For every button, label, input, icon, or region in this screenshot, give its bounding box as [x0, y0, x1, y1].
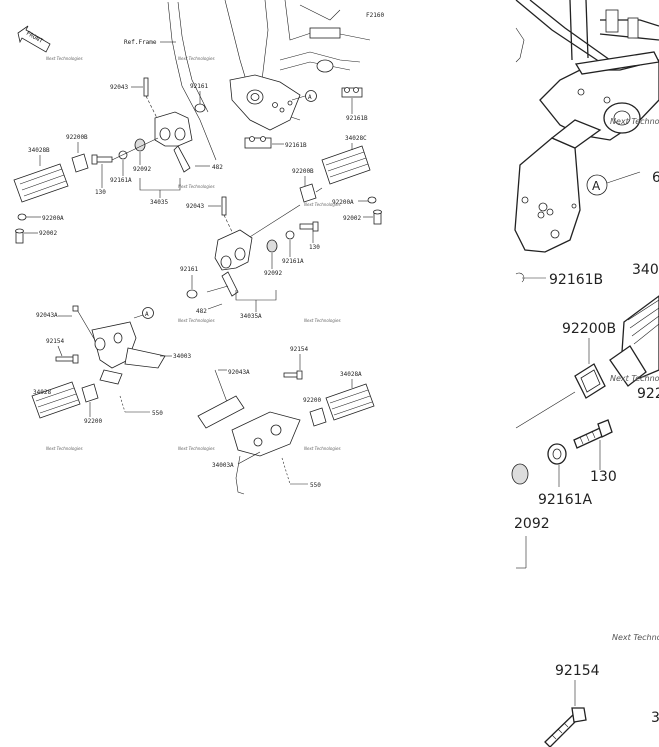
label-92200-a: 92200 [84, 418, 102, 425]
label-34028c: 34028C [345, 135, 367, 142]
label-92002-b: 92002 [343, 215, 361, 222]
label-34028a: 34028A [340, 371, 362, 378]
label-482-a: 482 [212, 164, 223, 171]
label-92043a-b: 92043A [228, 369, 250, 376]
figure-code: F2160 [366, 12, 384, 19]
rubber-92200-a [81, 383, 99, 403]
rubber-92200b-a [71, 153, 89, 173]
washer-92161-b [186, 289, 198, 299]
label-34003: 34003 [173, 353, 191, 360]
svg-text:Next Technologies: Next Technologies [46, 56, 83, 61]
svg-text:Next Technologies: Next Technologies [178, 318, 215, 323]
label-92200b-a: 92200B [66, 134, 88, 141]
pin-92043-middle [221, 196, 237, 241]
washer-92200a-b [367, 196, 377, 204]
label-130-b: 130 [309, 244, 320, 251]
footpeg-34028a [325, 383, 375, 421]
svg-text:Next Technologies: Next Technologies [610, 117, 659, 126]
frame-outline [167, 0, 371, 161]
label-92002-a: 92002 [39, 230, 57, 237]
label-550-a: 550 [152, 410, 163, 417]
label-92200a-a: 92200A [42, 215, 64, 222]
label-34035a: 34035A [240, 313, 262, 320]
bracket-92161b-upper [341, 87, 363, 98]
bushing-92092-b [266, 239, 278, 253]
label-92161a-a: 92161A [110, 177, 132, 184]
label-92154-a: 92154 [46, 338, 64, 345]
label-92200-b: 92200 [303, 397, 321, 404]
bracket-92161b-lower [244, 136, 272, 149]
svg-text:A: A [145, 311, 149, 318]
label-92043-a: 92043 [110, 84, 128, 91]
svg-text:Next Technologies: Next Technologies [178, 446, 215, 451]
zoom-label-92200b: 92200B [562, 321, 616, 337]
bolt-130-b [299, 221, 319, 232]
bolt-92154-a [55, 354, 79, 364]
svg-text:Next Technologies: Next Technologies [304, 202, 341, 207]
zoom-label-922: 922 [637, 386, 659, 402]
washer-92161-a [194, 103, 206, 113]
washer-92161a-b [285, 230, 295, 240]
pin-92002-a [15, 228, 24, 244]
svg-text:Next Technologies: Next Technologies [612, 633, 659, 642]
svg-text:Next Technologies: Next Technologies [46, 446, 83, 451]
ref-frame-label: Ref.Frame [124, 39, 157, 46]
label-92154-b: 92154 [290, 346, 308, 353]
callout-a-mid: A [142, 307, 154, 319]
svg-text:Next Technologies: Next Technologies [304, 446, 341, 451]
label-34028b: 34028B [28, 147, 50, 154]
svg-text:Next Technologies: Next Technologies [304, 318, 341, 323]
label-34035: 34035 [150, 199, 168, 206]
label-130-a: 130 [95, 189, 106, 196]
washer-92200a-a [17, 213, 27, 221]
callout-a-top: A [291, 90, 317, 102]
svg-text:A: A [592, 179, 601, 193]
zoom-panel: A 6 92161B 3402 Next Technologies 922 92… [511, 0, 659, 747]
rubber-92200-b [309, 407, 327, 427]
zoom-label-92154: 92154 [555, 663, 600, 679]
watermarks-left: Next Technologies Next Technologies Next… [46, 56, 341, 451]
zoom-label-3402: 3402 [632, 262, 659, 278]
rubber-92200b-b [299, 183, 317, 203]
label-92161-b: 92161 [180, 266, 198, 273]
zoom-label-92161b: 92161B [549, 272, 603, 288]
svg-text:Next Technologies: Next Technologies [178, 184, 215, 189]
label-92043a-a: 92043A [36, 312, 58, 319]
label-34003a: 34003A [212, 462, 234, 469]
bolt-130-a [91, 154, 113, 165]
label-482-b: 482 [196, 308, 207, 315]
pin-92002-b [373, 209, 382, 225]
bracket-34003a [197, 395, 301, 495]
bolt-92154-b [283, 370, 303, 380]
zoom-label-92161a: 92161A [538, 492, 593, 508]
svg-text:A: A [308, 94, 312, 101]
label-92161b-a: 92161B [346, 115, 368, 122]
footpeg-34028b [13, 163, 69, 203]
zoom-label-2092: 2092 [514, 516, 550, 532]
label-92200b-b: 92200B [292, 168, 314, 175]
footpeg-34028 [31, 381, 81, 419]
bracket-34035 [154, 111, 210, 173]
label-92200a-b: 92200A [332, 199, 354, 206]
label-550-b: 550 [310, 482, 321, 489]
front-arrow-icon: FRONT [17, 25, 51, 53]
svg-text:Next Technologies: Next Technologies [610, 374, 659, 383]
svg-text:Next Technologies: Next Technologies [178, 56, 215, 61]
label-92161b-b: 92161B [285, 142, 307, 149]
zoom-label-6: 6 [652, 170, 659, 186]
bracket-34035a [214, 229, 253, 297]
label-92161a-b: 92161A [282, 258, 304, 265]
zoom-label-130: 130 [590, 469, 617, 485]
label-92092-b: 92092 [264, 270, 282, 277]
bracket-34003 [91, 321, 166, 385]
label-92161-a: 92161 [190, 83, 208, 90]
pin-92043a-left [72, 305, 97, 343]
label-34028: 34028 [33, 389, 51, 396]
footpeg-34028c [321, 145, 371, 185]
label-92043-b: 92043 [186, 203, 204, 210]
zoom-label-3: 3 [651, 710, 659, 726]
label-92092-a: 92092 [133, 166, 151, 173]
